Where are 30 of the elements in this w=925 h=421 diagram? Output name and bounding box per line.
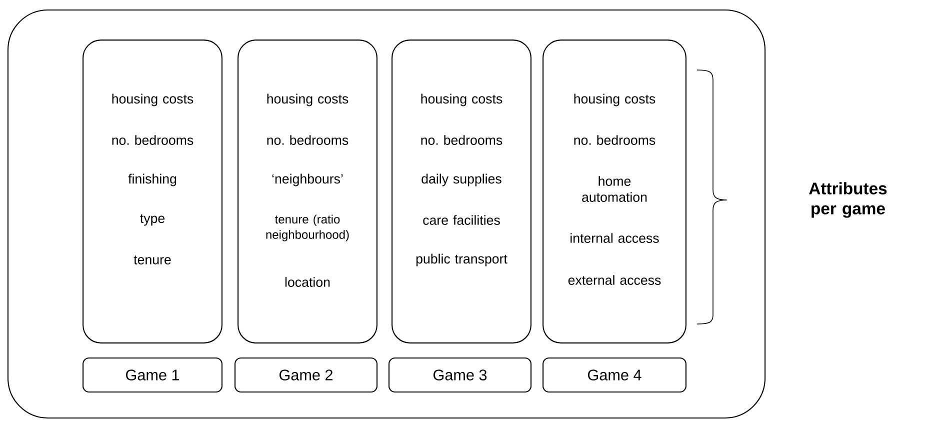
game-label-box: Game 3	[388, 357, 532, 393]
game-label-box: Game 2	[234, 357, 378, 393]
attribute-text: housing costs	[112, 94, 194, 106]
attribute-text: type	[140, 214, 165, 226]
attribute-text: location	[285, 277, 330, 287]
attribute-text: housing costs	[574, 94, 656, 106]
attribute-text: public transport	[416, 254, 508, 266]
attribute-column	[542, 40, 686, 344]
attribute-column	[392, 40, 532, 344]
attribute-text: tenure (ratio neighbourhood)	[266, 214, 349, 242]
attribute-text: tenure	[134, 256, 171, 264]
attribute-text: no. bedrooms	[421, 135, 502, 145]
attribute-column	[238, 40, 378, 344]
game-label-box: Game 4	[542, 357, 686, 393]
attribute-column	[82, 40, 222, 344]
attribute-text: ‘neighbours’	[272, 174, 343, 186]
attribute-text: housing costs	[421, 94, 502, 106]
attribute-text: finishing	[128, 174, 176, 186]
attribute-text: daily supplies	[422, 174, 502, 186]
attribute-text: no. bedrooms	[112, 135, 194, 145]
attribute-text: external access	[568, 275, 661, 285]
outer-frame	[7, 9, 766, 419]
bracket-label: Attributes per game	[809, 182, 887, 218]
attribute-text: care facilities	[423, 215, 500, 225]
game-label-box: Game 1	[82, 357, 222, 393]
attribute-text: internal access	[570, 233, 659, 243]
attribute-text: home automation	[582, 176, 647, 202]
attribute-text: housing costs	[267, 94, 348, 106]
attribute-text: no. bedrooms	[267, 135, 348, 145]
attribute-text: no. bedrooms	[574, 135, 656, 145]
